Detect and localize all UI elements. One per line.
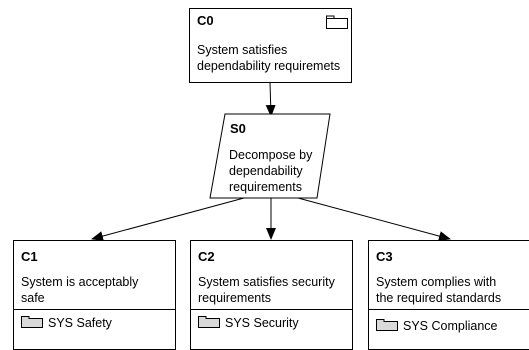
goal-c2-module-label: SYS Security — [225, 316, 299, 330]
goal-c1-text-line1: System is acceptably — [21, 275, 139, 289]
edge-c0-s0 — [265, 81, 276, 117]
goal-c2-text-line2: requirements — [198, 291, 271, 305]
edges-layer — [91, 81, 451, 241]
goal-c0[interactable] — [189, 8, 352, 83]
goal-c0-text-line1: System satisfies — [197, 43, 288, 57]
goal-c3-divider — [368, 309, 529, 310]
goal-c0-id: C0 — [197, 13, 214, 28]
folder-icon — [326, 15, 348, 29]
goal-c2-text-line1: System satisfies security — [198, 275, 335, 289]
edge-s0-c3 — [297, 197, 451, 241]
folder-icon — [21, 316, 43, 328]
goal-c2-id: C2 — [198, 249, 215, 264]
strategy-s0-id: S0 — [230, 121, 246, 136]
goal-c3-text-line2: the required standards — [376, 291, 502, 305]
diagram-canvas: C0 System satisfies dependability requir… — [13, 8, 529, 350]
goal-c3-text-line1: System complies with — [376, 275, 497, 289]
goal-c1-divider — [13, 309, 176, 310]
strategy-s0-shape — [209, 113, 331, 199]
goal-c1-id: C1 — [21, 249, 38, 264]
folder-icon — [198, 316, 220, 328]
edge-s0-c1 — [91, 197, 245, 241]
folder-icon — [376, 319, 398, 331]
strategy-s0-text-line1: Decompose by — [229, 148, 313, 162]
goal-c3[interactable] — [368, 240, 529, 350]
goal-c3-module-label: SYS Compliance — [403, 319, 498, 333]
strategy-s0-text-line2: dependability — [229, 164, 303, 178]
goal-c3-id: C3 — [376, 249, 393, 264]
goal-c1-module-label: SYS Safety — [48, 316, 112, 330]
goal-c1-text-line2: safe — [21, 291, 45, 305]
strategy-s0-text-line3: requirements — [229, 180, 302, 194]
goal-c1[interactable] — [13, 240, 176, 350]
goal-c2-divider — [190, 309, 353, 310]
goal-c0-text-line2: dependability requiremets — [197, 59, 341, 73]
